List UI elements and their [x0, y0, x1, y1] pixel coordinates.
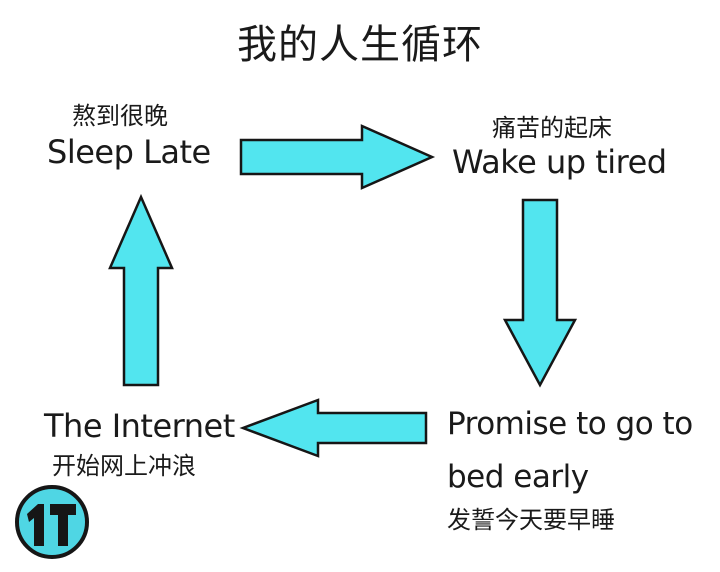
- arrow-right: [239, 124, 436, 190]
- arrow-left: [239, 398, 428, 458]
- arrow-up: [108, 193, 174, 387]
- step-wake-up-zh: 痛苦的起床: [492, 114, 612, 142]
- step-promise-en-line1: Promise to go to: [447, 406, 693, 442]
- page-title: 我的人生循环: [237, 22, 483, 68]
- step-internet-zh: 开始网上冲浪: [52, 452, 196, 480]
- step-sleep-late-zh: 熬到很晚: [72, 102, 168, 130]
- step-internet-en: The Internet: [44, 407, 235, 445]
- step-wake-up-en: Wake up tired: [452, 143, 667, 181]
- logo-icon: [15, 485, 89, 559]
- step-promise-en-line2: bed early: [447, 459, 589, 495]
- arrow-down: [502, 198, 578, 388]
- step-promise-zh: 发誓今天要早睡: [447, 506, 615, 534]
- step-sleep-late-en: Sleep Late: [47, 133, 211, 171]
